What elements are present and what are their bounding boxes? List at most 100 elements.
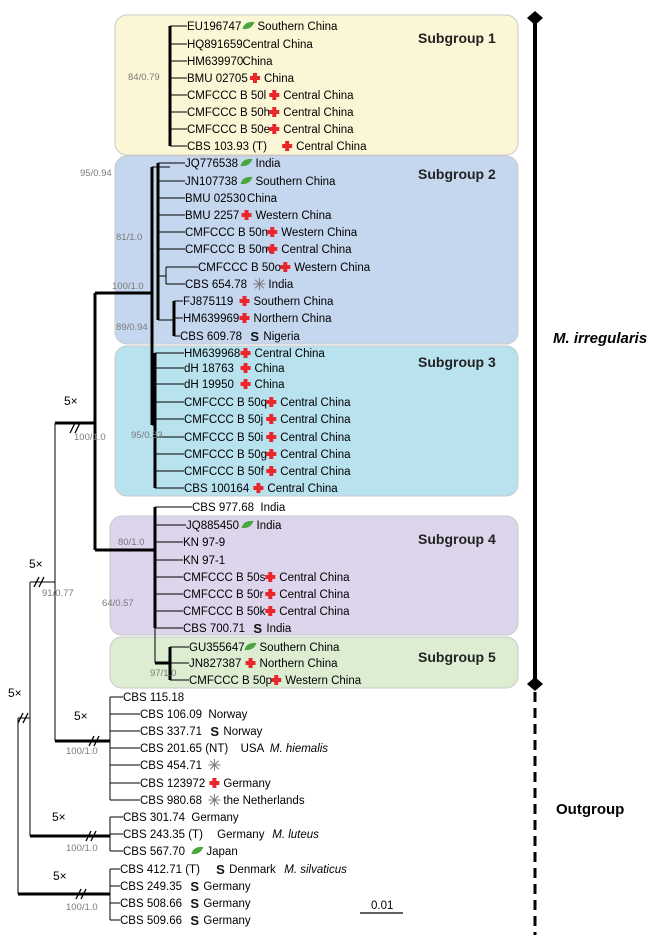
taxon-name: HM639969: [183, 313, 239, 325]
origin-cross-icon: [240, 363, 251, 373]
origin-cross-icon: [253, 483, 264, 493]
origin-cross-icon: [269, 107, 280, 117]
subgroup-label: Subgroup 3: [418, 354, 496, 370]
taxon-location: Germany: [217, 829, 265, 841]
branch-break-mark: [22, 712, 29, 724]
taxon-name: KN 97-1: [183, 555, 225, 567]
support-value: 95/0.83: [131, 430, 163, 441]
branch-break-mark: [38, 576, 45, 588]
taxon-location: India: [268, 279, 294, 291]
taxon-name: CMFCCC B 50r: [183, 589, 264, 601]
taxon-species: M. silvaticus: [284, 864, 347, 876]
support-value: 89/0.94: [116, 322, 148, 333]
taxon-location: Northern China: [260, 658, 339, 670]
taxon-name: CBS 100164: [184, 483, 250, 495]
subgroup-box: [109, 515, 519, 636]
s-symbol-icon: S: [250, 329, 259, 344]
subgroup-label: Subgroup 4: [418, 531, 496, 547]
s-symbol-icon: S: [190, 913, 199, 928]
branch-break-label: 5×: [8, 686, 22, 700]
branch-break-label: 5×: [64, 394, 78, 408]
taxon-name: dH 19950: [184, 379, 234, 391]
plant-leaf-icon: [191, 846, 204, 855]
branch-break-mark: [33, 576, 40, 588]
origin-cross-icon: [240, 348, 251, 358]
taxon-location: Southern China: [260, 642, 341, 654]
origin-cross-icon: [280, 262, 291, 272]
taxon-location: India: [266, 623, 292, 635]
support-value: 100/1.0: [66, 902, 98, 913]
taxon-location: China: [247, 193, 278, 205]
taxon-name: CBS 243.35 (T): [123, 829, 203, 841]
plant-leaf-icon: [240, 158, 253, 167]
taxon-location: Central China: [281, 244, 352, 256]
taxon-location: USA: [241, 743, 265, 755]
taxon-name: CBS 337.71: [140, 726, 202, 738]
origin-cross-icon: [209, 778, 220, 788]
subgroup-box: [114, 155, 519, 345]
taxon-location: Central China: [279, 589, 350, 601]
taxon-location: Western China: [281, 227, 357, 239]
taxon-location: China: [255, 379, 286, 391]
support-value: 91/0.77: [42, 588, 74, 599]
origin-cross-icon: [271, 675, 282, 685]
support-value: 100/1.0: [112, 281, 144, 292]
taxon-location: Central China: [280, 449, 351, 461]
star-burst-icon: [208, 794, 221, 806]
taxon-name: CMFCCC B 50p: [189, 675, 272, 687]
branch-break-mark: [90, 830, 97, 842]
branch-break-mark: [17, 712, 24, 724]
bracket-diamond-bottom: [527, 677, 543, 691]
s-symbol-icon: S: [210, 724, 219, 739]
taxon-name: BMU 2257: [185, 210, 239, 222]
support-value: 100/1.0: [66, 843, 98, 854]
taxon-name: HQ891659: [187, 39, 243, 51]
taxon-location: Germany: [223, 778, 271, 790]
origin-cross-icon: [265, 606, 276, 616]
taxon-name: CBS 115.18: [123, 692, 184, 704]
branch-break-label: 5×: [29, 557, 43, 571]
branch-break-mark: [80, 888, 87, 900]
origin-cross-icon: [282, 141, 293, 151]
taxon-location: China: [243, 56, 274, 68]
taxon-location: Northern China: [254, 313, 333, 325]
taxon-location: Germany: [191, 812, 239, 824]
taxon-location: Japan: [206, 846, 237, 858]
taxon-species: M. luteus: [272, 829, 319, 841]
taxon-location: India: [260, 502, 286, 514]
taxon-name: CMFCCC B 50m: [185, 244, 271, 256]
subgroup-box: [109, 636, 519, 689]
plant-leaf-icon: [242, 21, 255, 30]
taxon-name: CMFCCC B 50s: [183, 572, 266, 584]
taxon-name: CMFCCC B 50k: [183, 606, 266, 618]
subgroup-box: [114, 14, 519, 156]
taxon-location: India: [257, 520, 283, 532]
taxon-location: Nigeria: [263, 331, 300, 343]
taxon-name: CBS 977.68: [192, 502, 254, 514]
taxon-location: Central China: [279, 606, 350, 618]
taxon-name: CMFCCC B 50j: [184, 414, 263, 426]
taxon-species: M. hiemalis: [270, 743, 328, 755]
taxon-location: Germany: [203, 881, 251, 893]
taxon-name: HM639970: [187, 56, 243, 68]
taxon-location: China: [264, 73, 295, 85]
taxon-name: CBS 201.65 (NT): [140, 743, 228, 755]
taxon-name: JQ776538: [185, 158, 238, 170]
taxon-name: CMFCCC B 50l: [187, 90, 266, 102]
taxon-location: India: [256, 158, 282, 170]
taxon-location: Southern China: [258, 21, 339, 33]
taxon-name: CMFCCC B 50e: [187, 124, 270, 136]
taxon-location: Western China: [294, 262, 370, 274]
support-value: 97/1.0: [150, 668, 176, 679]
origin-cross-icon: [269, 90, 280, 100]
origin-cross-icon: [241, 210, 252, 220]
taxon-location: Southern China: [254, 296, 335, 308]
taxon-name: FJ875119: [183, 296, 233, 308]
subgroup-label: Subgroup 2: [418, 166, 496, 182]
branch-break-mark: [75, 888, 82, 900]
origin-cross-icon: [266, 432, 277, 442]
support-value: 84/0.79: [128, 72, 160, 83]
taxon-location: Germany: [203, 915, 251, 927]
taxon-location: Norway: [208, 709, 247, 721]
